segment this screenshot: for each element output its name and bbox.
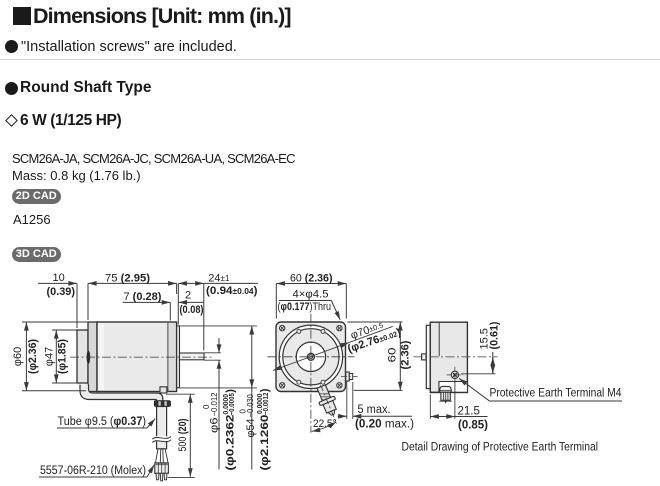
svg-text:−0.030: −0.030 <box>246 394 255 418</box>
svg-text:7 (0.28): 7 (0.28) <box>124 291 162 303</box>
svg-text:(0.20 max.): (0.20 max.) <box>355 419 414 431</box>
svg-text:0: 0 <box>202 404 211 409</box>
svg-text:4×φ4.5: 4×φ4.5 <box>293 289 329 301</box>
svg-text:60 (2.36): 60 (2.36) <box>290 273 333 285</box>
svg-text:(0.85): (0.85) <box>458 420 488 432</box>
svg-text:Detail Drawing of Protective E: Detail Drawing of Protective Earth Termi… <box>402 440 599 454</box>
svg-text:15.5: 15.5 <box>479 328 491 349</box>
svg-text:(0.61): (0.61) <box>488 321 500 349</box>
svg-text:(0.39): (0.39) <box>47 286 76 298</box>
svg-text:24±1: 24±1 <box>208 273 230 285</box>
svg-text:(2.36): (2.36) <box>400 340 412 369</box>
svg-text:0: 0 <box>239 409 248 414</box>
svg-text:−0.0012: −0.0012 <box>261 393 270 416</box>
svg-text:−0.012: −0.012 <box>210 392 219 417</box>
svg-text:Protective Earth Terminal M4: Protective Earth Terminal M4 <box>490 386 622 400</box>
svg-text:φ54: φ54 <box>245 419 257 438</box>
svg-text:22.5°: 22.5° <box>313 418 337 430</box>
svg-text:21.5: 21.5 <box>458 406 480 418</box>
svg-text:(φ1.85): (φ1.85) <box>57 339 69 374</box>
svg-text:Tube φ9.5 (φ0.37): Tube φ9.5 (φ0.37) <box>58 414 147 428</box>
svg-text:−0.0005: −0.0005 <box>227 393 236 416</box>
svg-text:(φ2.36): (φ2.36) <box>27 339 39 374</box>
svg-text:10: 10 <box>53 272 65 284</box>
svg-text:): ) <box>259 388 271 392</box>
svg-text:(0.94±0.04): (0.94±0.04) <box>206 285 258 297</box>
svg-text:5 max.: 5 max. <box>358 404 391 416</box>
svg-text:2: 2 <box>185 289 191 301</box>
svg-text:(φ0.2362: (φ0.2362 <box>225 415 237 471</box>
svg-text:0.0000: 0.0000 <box>255 394 264 415</box>
svg-text:75 (2.95): 75 (2.95) <box>105 273 150 285</box>
svg-text:(φ2.1260: (φ2.1260 <box>259 415 271 471</box>
svg-text:500 (20): 500 (20) <box>177 418 189 451</box>
svg-text:φ60: φ60 <box>12 347 24 366</box>
svg-text:(0.08): (0.08) <box>180 304 204 316</box>
svg-text:0.0000: 0.0000 <box>221 394 230 415</box>
svg-text:(φ0.177)Thru: (φ0.177)Thru <box>278 301 332 313</box>
svg-text:φ47: φ47 <box>44 347 56 366</box>
svg-text:5557-06R-210 (Molex): 5557-06R-210 (Molex) <box>40 463 146 477</box>
svg-text:60: 60 <box>387 348 399 363</box>
svg-text:): ) <box>225 389 237 393</box>
svg-text:φ6: φ6 <box>209 418 221 434</box>
